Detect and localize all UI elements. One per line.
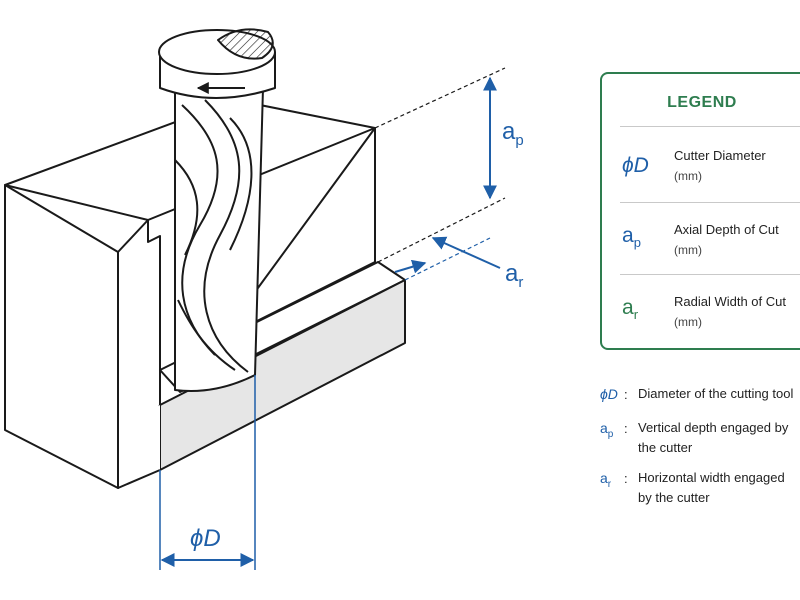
tool-flute-2 xyxy=(203,99,249,373)
tool-flute-4 xyxy=(229,117,253,251)
diameter-label: ϕD xyxy=(190,525,221,552)
legend-item-diameter: Cutter Diameter (mm) xyxy=(674,146,766,186)
block-bottom-face xyxy=(118,405,160,488)
ar-label: ar xyxy=(505,260,523,291)
legend-box: LEGEND ϕD Cutter Diameter (mm) ap Axial … xyxy=(600,72,800,350)
note-text-ap-line2: the cutter xyxy=(638,440,693,455)
legend-divider xyxy=(620,126,800,127)
legend-divider xyxy=(620,274,800,275)
legend-label-ap: Axial Depth of Cut xyxy=(674,222,779,237)
note-text-ar-line2: by the cutter xyxy=(638,490,710,505)
note-symbol-ar: ar xyxy=(600,470,612,490)
legend-symbol-ap: ap xyxy=(622,224,641,251)
workpiece-block xyxy=(4,99,406,489)
legend-divider xyxy=(620,202,800,203)
legend-label-ar: Radial Width of Cut xyxy=(674,294,786,309)
legend-symbol-ar: ar xyxy=(622,296,639,323)
legend-title: LEGEND xyxy=(667,94,737,111)
end-mill-tool xyxy=(158,28,276,392)
tool-flute-5 xyxy=(177,299,236,371)
tool-flute-1 xyxy=(181,104,219,356)
ar-label-symbol: a xyxy=(505,260,519,287)
ar-label-sub: r xyxy=(518,273,524,291)
legend-symbol-diameter: ϕD xyxy=(622,154,649,177)
ap-label-symbol: a xyxy=(502,118,516,145)
legend-item-ap: Axial Depth of Cut (mm) xyxy=(674,220,779,260)
legend-label-diameter: Cutter Diameter xyxy=(674,148,766,163)
legend-item-ar: Radial Width of Cut (mm) xyxy=(674,292,786,332)
note-diameter: ϕD:Diameter of the cutting tool xyxy=(600,386,794,402)
note-symbol-diameter: ϕD xyxy=(600,386,618,402)
ar-dimension-arrow xyxy=(431,236,501,269)
note-text-ar-line1: Horizontal width engaged xyxy=(638,470,785,485)
note-text-ap-line1: Vertical depth engaged by xyxy=(638,420,789,435)
note-text-diameter: Diameter of the cutting tool xyxy=(638,386,794,401)
block-front-face xyxy=(4,184,119,489)
note-symbol-ap: ap xyxy=(600,420,614,440)
legend-unit-diameter: (mm) xyxy=(674,169,702,183)
legend-unit-ar: (mm) xyxy=(674,315,702,329)
tool-flute-3 xyxy=(174,159,199,256)
ap-label-sub: p xyxy=(515,131,524,149)
legend-unit-ap: (mm) xyxy=(674,243,702,257)
ap-label: ap xyxy=(502,118,524,149)
dimension-lines xyxy=(159,67,506,570)
shank-section-hatch xyxy=(217,28,274,60)
tool-body xyxy=(174,87,264,392)
